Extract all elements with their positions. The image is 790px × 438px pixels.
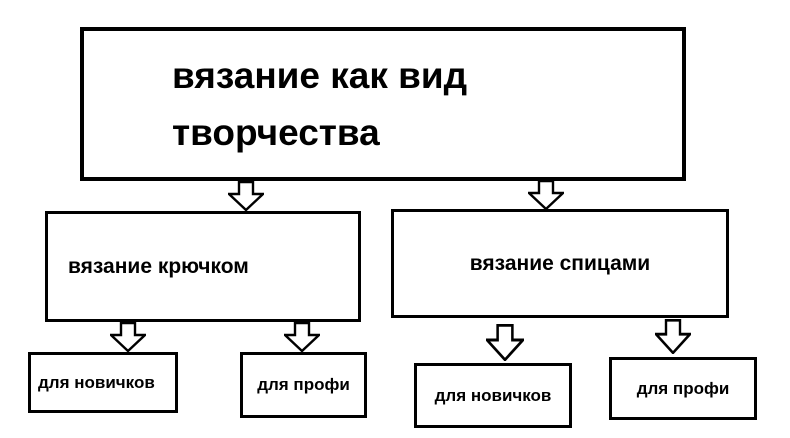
down-arrow-icon	[228, 181, 264, 211]
node-crochet-pros-label: для профи	[257, 375, 350, 394]
root-node-knitting-as-creativity: вязание как вид творчества	[80, 27, 686, 181]
node-crochet-label: вязание крючком	[68, 254, 249, 278]
down-arrow-icon	[486, 324, 524, 361]
node-needles-beginners: для новичков	[414, 363, 572, 428]
node-needles-pros: для профи	[609, 357, 757, 420]
root-node-label-line1: вязание как вид	[172, 54, 468, 96]
node-needles-pros-label: для профи	[636, 378, 730, 398]
down-arrow-icon	[655, 319, 691, 354]
node-needles-beginners-label: для новичков	[434, 385, 552, 405]
down-arrow-icon	[528, 180, 564, 210]
down-arrow-icon	[284, 322, 320, 352]
root-node-label: вязание как вид творчества	[172, 47, 467, 162]
node-crochet-knitting: вязание крючком	[45, 211, 361, 322]
node-needle-knitting: вязание спицами	[391, 209, 729, 318]
node-crochet-pros: для профи	[240, 352, 367, 418]
root-node-label-line2: творчества	[172, 112, 380, 153]
down-arrow-icon	[110, 322, 146, 352]
node-needles-label: вязание спицами	[469, 251, 651, 275]
node-crochet-beginners-label: для новичков	[38, 372, 155, 392]
node-crochet-beginners: для новичков	[28, 352, 178, 413]
